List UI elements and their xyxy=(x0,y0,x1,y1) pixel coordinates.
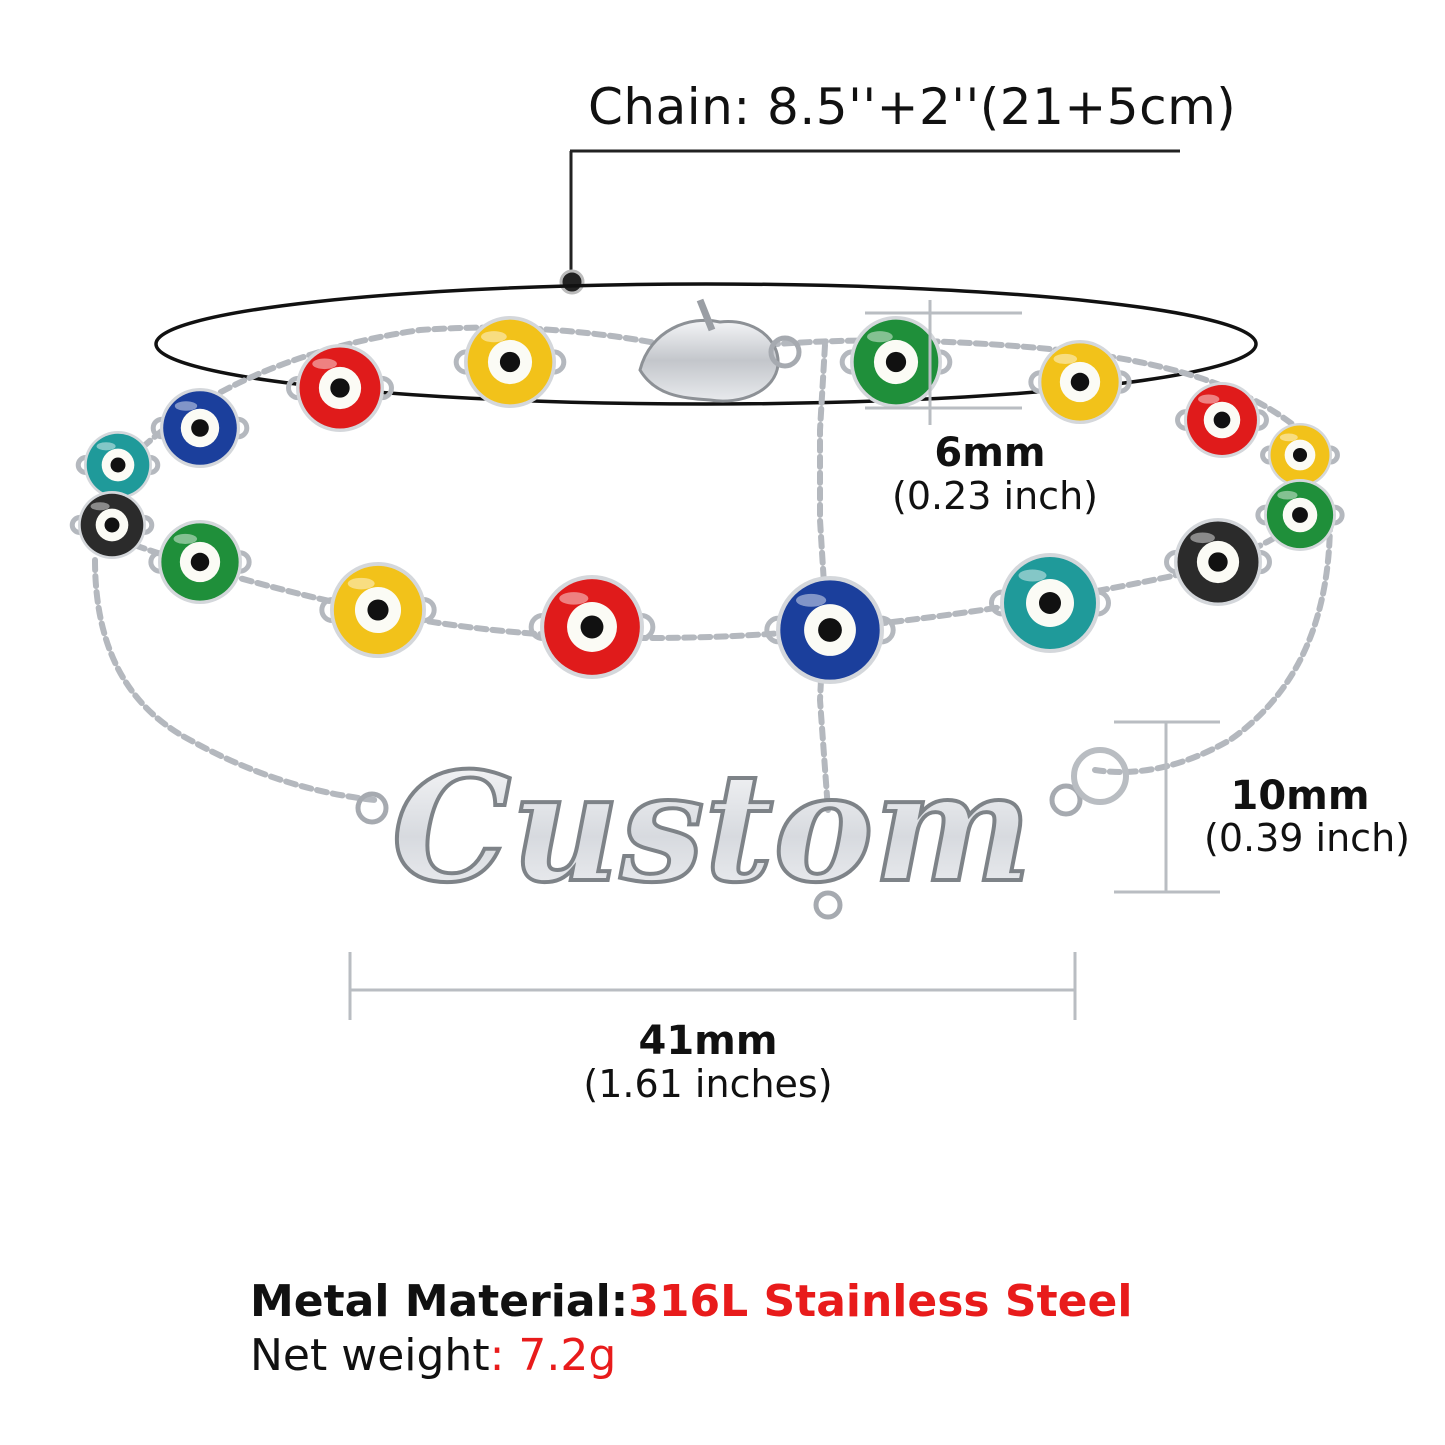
evil-eye-bead xyxy=(989,553,1111,653)
weight-spec: Net weight: 7.2g xyxy=(250,1330,616,1381)
plate-width-dimension xyxy=(348,952,1077,1020)
evil-eye-bead xyxy=(69,491,155,559)
evil-eye-bead xyxy=(148,520,252,604)
evil-eye-bead xyxy=(150,388,250,468)
plate-height-label: 10mm xyxy=(1230,773,1370,819)
weight-value: : 7.2g xyxy=(489,1330,617,1381)
plate-width-imperial-label: (1.61 inches) xyxy=(583,1062,833,1106)
evil-eye-bead xyxy=(286,344,394,432)
extender-chain xyxy=(816,342,831,813)
evil-eye-bead xyxy=(319,562,437,658)
material-spec: Metal Material:316L Stainless Steel xyxy=(250,1276,1132,1327)
evil-eye-bead xyxy=(528,575,656,679)
chain-callout-line xyxy=(559,149,1180,295)
chain-length-label: Chain: 8.5''+2''(21+5cm) xyxy=(588,78,1237,136)
evil-eye-bead xyxy=(75,431,161,499)
evil-eye-bead xyxy=(1260,423,1340,487)
material-label: Metal Material: xyxy=(250,1276,629,1327)
plate-height-dimension xyxy=(1114,720,1220,894)
weight-label: Net weight xyxy=(250,1330,490,1381)
plate-height-imperial-label: (0.39 inch) xyxy=(1204,816,1410,860)
plate-chain-left xyxy=(92,557,378,803)
name-plate: Custom xyxy=(355,738,1129,920)
evil-eye-bead xyxy=(1164,518,1272,606)
evil-eye-bead xyxy=(1028,340,1132,424)
evil-eye-bead xyxy=(1175,382,1269,458)
plate-chain-right xyxy=(1092,517,1333,775)
circumference-ellipse xyxy=(154,282,1258,406)
evil-eye-bead xyxy=(453,316,567,408)
lower-bead-chain xyxy=(117,497,1323,641)
plate-width-label: 41mm xyxy=(638,1018,778,1064)
evil-eye-bead xyxy=(1255,479,1345,551)
bead-size-imperial-label: (0.23 inch) xyxy=(892,474,1098,518)
bead-size-dimension xyxy=(865,300,1022,425)
bead-size-label: 6mm xyxy=(934,430,1046,476)
evil-eye-bead xyxy=(764,576,896,684)
lobster-clasp xyxy=(638,298,802,403)
material-value: 316L Stainless Steel xyxy=(628,1276,1133,1327)
evil-eye-bead xyxy=(839,316,953,408)
plate-text: Custom xyxy=(392,740,1032,916)
evil-eye-beads xyxy=(69,316,1345,684)
